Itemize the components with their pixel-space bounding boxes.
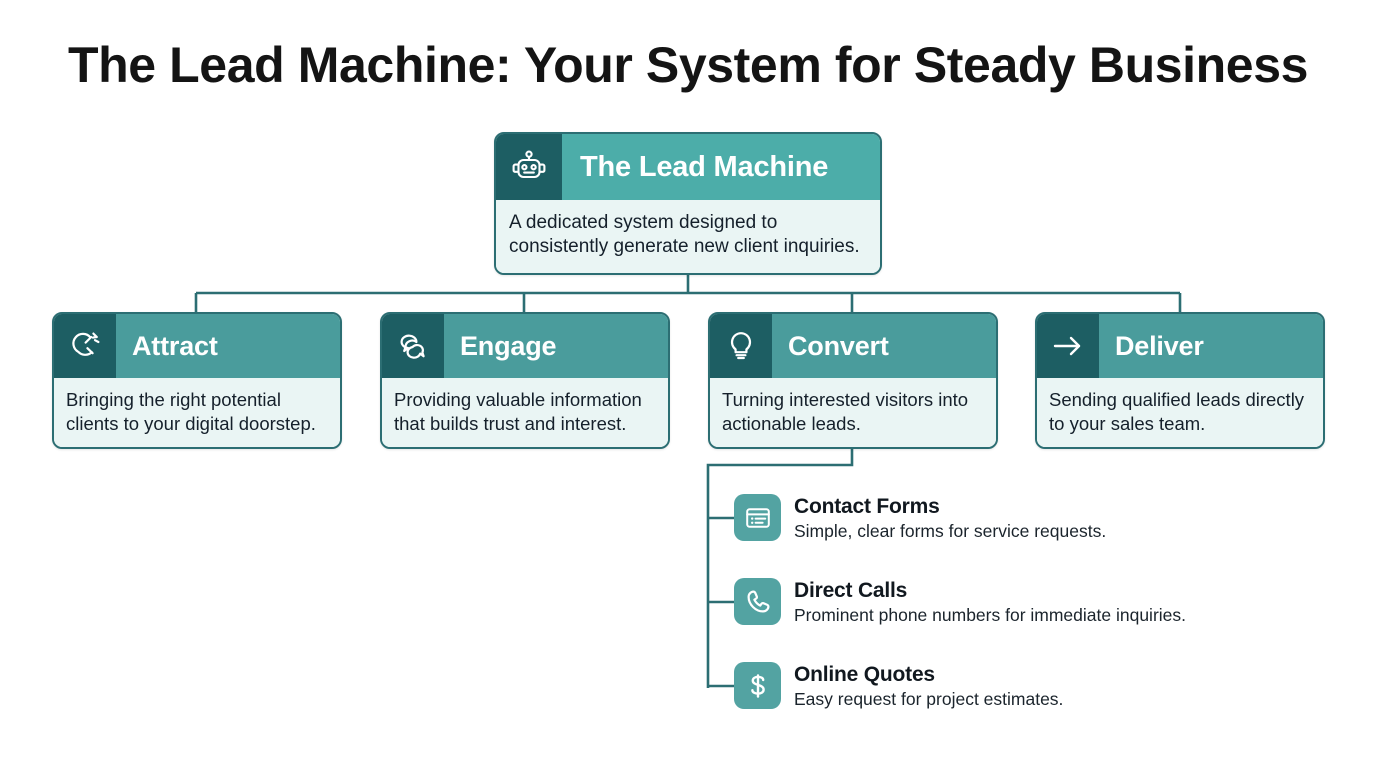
node-description: A dedicated system designed to consisten… xyxy=(496,200,880,273)
lightbulb-icon xyxy=(710,314,772,378)
subitem-title: Contact Forms xyxy=(794,495,940,518)
node-title: Attract xyxy=(116,314,340,378)
node-header: The Lead Machine xyxy=(496,134,880,200)
subitem-online-quotes[interactable]: Online Quotes Easy request for project e… xyxy=(734,662,1063,710)
node-description: Turning interested visitors into actiona… xyxy=(710,378,996,448)
node-description: Providing valuable information that buil… xyxy=(382,378,668,448)
arrow-right-icon xyxy=(1037,314,1099,378)
subitem-description: Prominent phone numbers for immediate in… xyxy=(794,604,1186,625)
dollar-icon xyxy=(734,662,781,709)
subitem-direct-calls[interactable]: Direct Calls Prominent phone numbers for… xyxy=(734,578,1186,626)
node-engage[interactable]: Engage Providing valuable information th… xyxy=(380,312,670,450)
node-convert[interactable]: Convert Turning interested visitors into… xyxy=(708,312,998,450)
subitem-text: Contact Forms Simple, clear forms for se… xyxy=(794,494,1106,542)
node-description: Sending qualified leads directly to your… xyxy=(1037,378,1323,448)
connector-convert-spine xyxy=(706,444,854,688)
node-the-lead-machine[interactable]: The Lead Machine A dedicated system desi… xyxy=(494,132,882,275)
node-header: Engage xyxy=(382,314,668,378)
subitem-title: Online Quotes xyxy=(794,663,935,686)
subitem-description: Easy request for project estimates. xyxy=(794,688,1064,709)
node-title: The Lead Machine xyxy=(562,134,880,200)
node-title: Engage xyxy=(444,314,668,378)
node-title: Convert xyxy=(772,314,996,378)
node-header: Deliver xyxy=(1037,314,1323,378)
subitem-contact-forms[interactable]: Contact Forms Simple, clear forms for se… xyxy=(734,494,1106,542)
phone-icon xyxy=(734,578,781,625)
form-icon xyxy=(734,494,781,541)
page-title: The Lead Machine: Your System for Steady… xyxy=(67,37,1309,93)
speech-bubbles-icon xyxy=(382,314,444,378)
node-header: Convert xyxy=(710,314,996,378)
subitem-text: Online Quotes Easy request for project e… xyxy=(794,662,1063,710)
robot-icon xyxy=(496,134,562,200)
subitem-description: Simple, clear forms for service requests… xyxy=(794,520,1107,541)
subitem-text: Direct Calls Prominent phone numbers for… xyxy=(794,578,1186,626)
node-description: Bringing the right potential clients to … xyxy=(54,378,340,448)
node-deliver[interactable]: Deliver Sending qualified leads directly… xyxy=(1035,312,1325,450)
subitem-title: Direct Calls xyxy=(794,579,908,602)
node-attract[interactable]: Attract Bringing the right potential cli… xyxy=(52,312,342,450)
magnet-icon xyxy=(54,314,116,378)
node-title: Deliver xyxy=(1099,314,1323,378)
node-header: Attract xyxy=(54,314,340,378)
